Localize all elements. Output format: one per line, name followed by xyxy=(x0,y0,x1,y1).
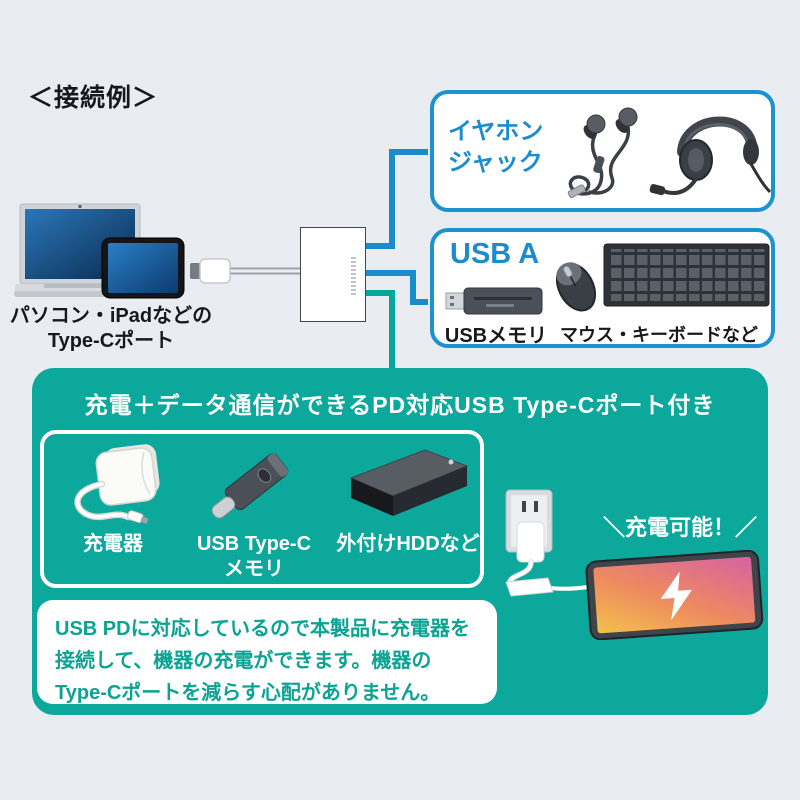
source-device-label-line2: Type-Cポート xyxy=(47,330,175,352)
hdd-icon xyxy=(349,449,469,516)
connector-usba-line xyxy=(366,270,428,305)
pd-devices-box: 充電器 USB Type-C メモリ xyxy=(40,430,484,588)
wall-outlet-charger-illustration xyxy=(505,489,613,597)
mouse-and-keyboard-illustration xyxy=(555,243,770,312)
mouse-icon xyxy=(555,262,597,312)
connector-earphone-line xyxy=(366,149,428,249)
usb-memory-label: USBメモリ xyxy=(444,325,548,347)
usb-memory-icon xyxy=(445,287,543,315)
pd-panel-heading: 充電＋データ通信ができるPD対応USB Type-Cポート付き xyxy=(84,392,716,418)
earphones-and-headset-illustration xyxy=(567,107,771,199)
typec-memory-label-line2: メモリ xyxy=(224,558,284,580)
usb-memory-stick-illustration xyxy=(445,287,543,315)
keyboard-icon xyxy=(603,243,770,307)
charger-label: 充電器 xyxy=(83,533,143,555)
lightning-bolt-icon xyxy=(660,571,693,621)
mouse-keyboard-label: マウス・キーボードなど xyxy=(560,325,758,345)
connector-typec-line xyxy=(366,290,395,372)
source-device-label-line1: パソコン・iPadなどの xyxy=(9,305,213,327)
earphone-jack-label: イヤホン ジャック xyxy=(448,116,543,178)
white-charger-illustration xyxy=(74,444,160,524)
pd-note-line1: USB PDに対応しているので本製品に充電器を xyxy=(55,618,470,640)
typec-memory-label-line1: USB Type-C xyxy=(196,533,312,555)
hub-print-mark xyxy=(351,257,356,295)
usb-hub-device xyxy=(300,227,366,322)
charger-icon xyxy=(74,444,160,524)
earphones-icon xyxy=(568,125,630,196)
pd-note-box: USB PDに対応しているので本製品に充電器を 接続して、機器の充電ができます。… xyxy=(37,600,497,704)
charge-callout: ＼充電可能！／ xyxy=(602,515,757,540)
tablet-icon xyxy=(585,549,764,640)
headset-icon xyxy=(649,116,771,196)
earphone-jack-label-line1: イヤホン xyxy=(448,118,544,145)
source-device-label: パソコン・iPadなどの Type-Cポート xyxy=(4,304,218,354)
charging-tablet-illustration xyxy=(585,549,764,640)
pd-note-text: USB PDに対応しているので本製品に充電器を 接続して、機器の充電ができます。… xyxy=(55,613,470,709)
earphone-jack-label-line2: ジャック xyxy=(448,149,543,176)
mini-hub-icon xyxy=(505,577,554,597)
pd-feature-panel: 充電＋データ通信ができるPD対応USB Type-Cポート付き 充電器 xyxy=(32,368,768,715)
type-c-plug-icon xyxy=(190,258,306,284)
earbuds-icon xyxy=(567,107,638,199)
plugged-charger-icon xyxy=(516,521,545,563)
pd-note-line3: Type-Cポートを減らす心配がありません。 xyxy=(55,682,441,704)
type-c-memory-icon xyxy=(211,453,289,519)
page-title: ＜接続例＞ xyxy=(28,84,159,112)
usb-a-title: USB A xyxy=(450,238,540,270)
earphone-jack-box: イヤホン ジャック xyxy=(430,90,775,212)
ipad-icon xyxy=(101,237,185,299)
usb-type-c-memory-illustration xyxy=(211,453,289,519)
external-hdd-illustration xyxy=(349,449,469,516)
pd-note-line2: 接続して、機器の充電ができます。機器の xyxy=(55,650,432,672)
usb-a-box: USB A USBメモリ xyxy=(430,228,775,348)
hdd-label: 外付けHDDなど xyxy=(336,533,480,555)
laptop-and-ipad-illustration xyxy=(14,203,306,299)
